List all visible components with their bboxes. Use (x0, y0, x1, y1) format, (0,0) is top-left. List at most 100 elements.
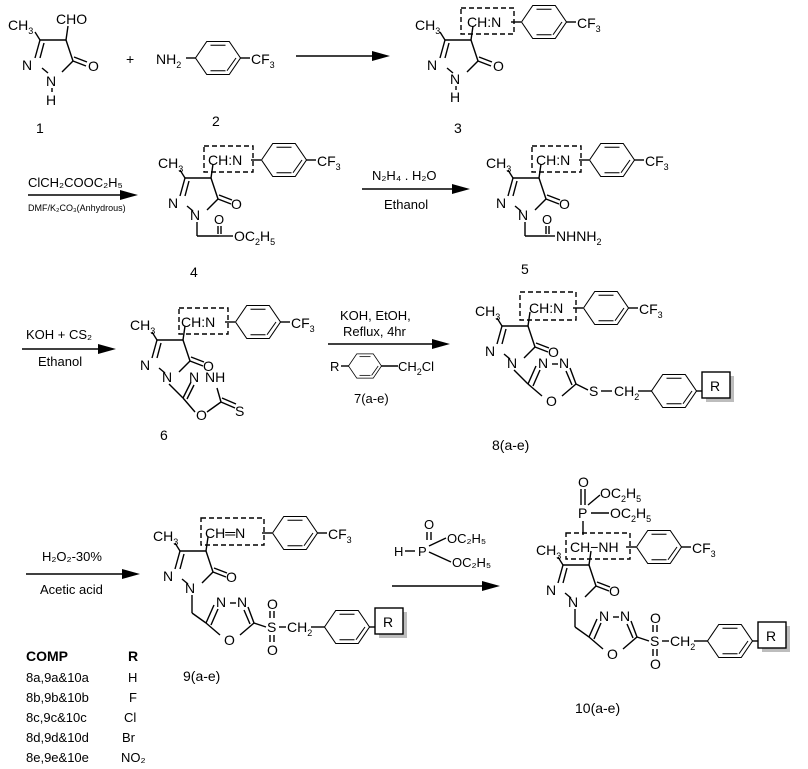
oxadiazole-n-label: N (620, 608, 630, 624)
sulfonyl-o-label: O (267, 642, 278, 658)
cf3-label: CF3 (639, 301, 663, 320)
r-group-label: R (710, 378, 720, 394)
compound-9: CH3 N N O N N O S O O CH2 R CH═N (153, 515, 407, 658)
n-label: N (162, 369, 172, 385)
reagent-label: N₂H₄ . H₂O (372, 168, 437, 183)
compound-4-number: 4 (190, 264, 198, 280)
methyl-label: CH3 (415, 17, 440, 36)
n-label: N (507, 355, 517, 371)
n-label: N (190, 207, 200, 223)
compound-10: CH3 N N O N N O S O O CH2 R CH−NH (536, 474, 790, 672)
sulfonyl-s-label: S (650, 633, 659, 649)
legend-r: Cl (124, 710, 136, 725)
oxadiazole-n-label: N (559, 355, 569, 371)
amine-label: NH2 (156, 51, 181, 70)
imine-label: CH:N (467, 14, 501, 30)
phosphite-h-label: H (394, 544, 403, 559)
ethoxy-label: OC2H5 (610, 505, 651, 524)
oxadiazole-o-label: O (607, 646, 618, 662)
n2-label: N (22, 57, 32, 73)
legend-comp: 8d,9d&10d (26, 730, 89, 745)
imine-highlight-box (460, 7, 515, 35)
phosphorus-label: P (578, 505, 587, 521)
reaction-arrow-6[interactable]: H₂O₂-30% Acetic acid (26, 549, 140, 597)
imine-highlight-box (200, 517, 265, 546)
n-label: N (546, 582, 556, 598)
legend-header-comp: COMP (26, 648, 68, 664)
ethoxy-label: OC2H5 (234, 228, 275, 247)
compound-5: CH3 N N O O NHNH2 CH:N CF3 (486, 142, 669, 247)
hydrazide-carbonyl-o-label: O (542, 212, 552, 227)
oxadiazole-o-label: O (546, 393, 557, 409)
legend-r: F (129, 690, 137, 705)
imine-label: CH:N (536, 152, 570, 168)
reaction-arrow-7[interactable]: O H P OC₂H₅ OC₂H₅ (392, 517, 500, 591)
amine-highlight-box (565, 532, 631, 560)
imine-label: CH═N (205, 525, 245, 541)
reaction-arrow-5[interactable]: KOH, EtOH, Reflux, 4hr R CH2Cl 7(a-e) (328, 308, 450, 406)
reagent-label: H₂O₂-30% (42, 549, 102, 564)
reaction-arrow-1[interactable] (296, 51, 390, 61)
reagent-7-structure: R CH2Cl (330, 353, 434, 379)
compound-1-number: 1 (36, 120, 44, 136)
oxadiazole-n-label: N (237, 594, 247, 610)
legend-comp: 8a,9a&10a (26, 670, 90, 685)
solvent-label: Ethanol (38, 354, 82, 369)
compound-10-number: 10(a-e) (575, 700, 620, 716)
cf3-label: CF3 (328, 526, 352, 545)
cf3-label: CF3 (291, 315, 315, 334)
cf3-label: CF3 (317, 153, 341, 172)
thioether-s-label: S (589, 383, 598, 399)
methylene-label: CH2 (287, 619, 312, 638)
oxadiazole-nh-label: NH (205, 369, 225, 385)
compound-7-number: 7(a-e) (354, 391, 389, 406)
compound-8: CH3 N N O N N O S CH2 R CH:N CF3 (475, 290, 734, 409)
sulfonyl-o-label: O (267, 596, 278, 612)
reaction-arrow-2[interactable]: ClCH₂COOC₂H₅ DMF/K₂CO₃(Anhydrous) (28, 175, 138, 213)
compound-2-number: 2 (212, 113, 220, 129)
legend-comp: 8c,9c&10c (26, 710, 87, 725)
compound-5-number: 5 (521, 261, 529, 277)
compound-9-number: 9(a-e) (183, 668, 220, 684)
oxadiazole-n-label: N (599, 608, 609, 624)
legend-r: Br (122, 730, 136, 745)
imine-label: CH:N (208, 152, 242, 168)
carbonyl-o-label: O (559, 196, 570, 212)
oxadiazole-o-label: O (224, 632, 235, 648)
legend-r: NO₂ (121, 750, 146, 765)
legend-row: 8c,9c&10c Cl (26, 710, 136, 725)
compound-3-number: 3 (454, 120, 462, 136)
solvent-label: Acetic acid (40, 582, 103, 597)
oxadiazole-n-label: N (538, 355, 548, 371)
r-group-box (701, 371, 731, 399)
n-label: N (163, 568, 173, 584)
phosphoryl-o-label: O (578, 474, 589, 490)
methyl-label: CH3 (158, 155, 183, 174)
reaction-arrow-4[interactable]: KOH + CS₂ Ethanol (22, 327, 116, 369)
n-label: N (485, 343, 495, 359)
sulfonyl-o-label: O (650, 656, 661, 672)
reaction-arrow-3[interactable]: N₂H₄ . H₂O Ethanol (362, 168, 470, 212)
reagent-label: KOH + CS₂ (26, 327, 92, 342)
compound-8-number: 8(a-e) (492, 437, 529, 453)
imine-highlight-box (519, 291, 577, 321)
n-label: N (185, 580, 195, 596)
ethoxy-label: OC2H5 (600, 485, 641, 504)
oxadiazole-n-label: N (189, 369, 199, 385)
methyl-label: CH3 (475, 303, 500, 322)
oxadiazole-o-label: O (196, 407, 207, 423)
n-label: N (568, 594, 578, 610)
thione-s-label: S (235, 403, 244, 419)
n-label: N (168, 195, 178, 211)
nh-hydrogen-label: H (46, 92, 56, 108)
carbonyl-o-label: O (493, 58, 504, 74)
imine-highlight-box (203, 145, 254, 173)
r-group-box (374, 607, 404, 635)
methylene-label: CH2 (670, 633, 695, 652)
methylene-label: CH2 (614, 383, 639, 402)
oxadiazole-n-label: N (216, 594, 226, 610)
imine-highlight-box (178, 307, 229, 335)
reagent-label: ClCH₂COOC₂H₅ (28, 175, 123, 190)
carbonyl-o-label: O (548, 344, 559, 360)
